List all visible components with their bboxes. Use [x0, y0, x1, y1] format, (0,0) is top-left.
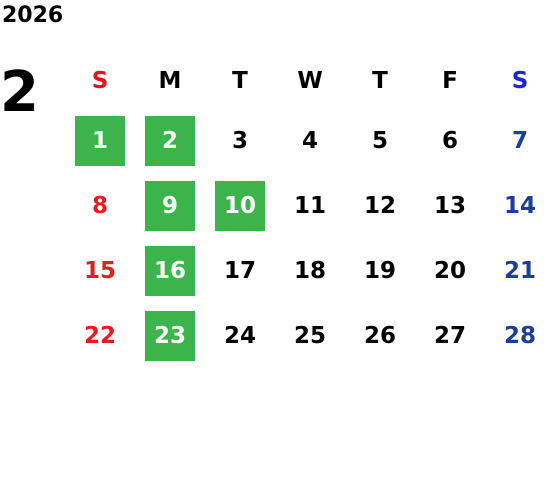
day-number: 11	[293, 192, 326, 219]
day-cell[interactable]: 21	[485, 238, 548, 303]
day-number: 3	[231, 127, 248, 154]
day-cell[interactable]: 24	[205, 303, 275, 368]
day-number: 2	[145, 115, 195, 166]
day-number: 7	[511, 127, 528, 154]
day-cell[interactable]: 25	[275, 303, 345, 368]
weekday-header-monday: M	[158, 67, 182, 94]
day-number: 24	[223, 322, 256, 349]
day-cell[interactable]: 11	[275, 173, 345, 238]
day-cell[interactable]: 27	[415, 303, 485, 368]
day-cell[interactable]: 16	[135, 238, 205, 303]
calendar-grid: S M T W T F S 1 2 3 4 5 6 7 8 9 10 11 12…	[65, 53, 545, 368]
day-number: 18	[293, 257, 326, 284]
weekday-header-thursday: T	[372, 67, 388, 94]
day-cell[interactable]: 14	[485, 173, 548, 238]
day-number: 12	[363, 192, 396, 219]
day-cell[interactable]: 18	[275, 238, 345, 303]
year-label: 2026	[2, 3, 64, 28]
day-number: 20	[433, 257, 466, 284]
day-number: 19	[363, 257, 396, 284]
day-number: 27	[433, 322, 466, 349]
day-cell[interactable]: 26	[345, 303, 415, 368]
day-number: 15	[83, 257, 116, 284]
day-cell[interactable]: 5	[345, 108, 415, 173]
day-cell[interactable]: 3	[205, 108, 275, 173]
day-cell[interactable]: 10	[205, 173, 275, 238]
day-number: 10	[215, 180, 265, 231]
day-number: 4	[301, 127, 318, 154]
day-cell[interactable]: 4	[275, 108, 345, 173]
weekday-header-saturday: S	[511, 67, 529, 94]
day-number: 14	[503, 192, 536, 219]
month-number: 2	[0, 60, 39, 125]
weekday-header-friday: F	[442, 67, 458, 94]
day-cell[interactable]: 8	[65, 173, 135, 238]
day-number: 26	[363, 322, 396, 349]
day-number: 6	[441, 127, 458, 154]
day-number: 17	[223, 257, 256, 284]
day-cell[interactable]: 22	[65, 303, 135, 368]
day-number: 25	[293, 322, 326, 349]
day-number: 22	[83, 322, 116, 349]
day-number: 16	[145, 245, 195, 296]
day-cell[interactable]: 13	[415, 173, 485, 238]
day-number: 5	[371, 127, 388, 154]
day-cell[interactable]: 28	[485, 303, 548, 368]
day-cell[interactable]: 2	[135, 108, 205, 173]
day-number: 13	[433, 192, 466, 219]
day-cell[interactable]: 19	[345, 238, 415, 303]
day-number: 1	[75, 115, 125, 166]
day-number: 23	[145, 310, 195, 361]
weekday-header-wednesday: W	[297, 67, 323, 94]
day-cell[interactable]: 12	[345, 173, 415, 238]
day-cell[interactable]: 15	[65, 238, 135, 303]
day-number: 28	[503, 322, 536, 349]
day-number: 21	[503, 257, 536, 284]
day-number: 8	[91, 192, 108, 219]
day-cell[interactable]: 20	[415, 238, 485, 303]
day-cell[interactable]: 6	[415, 108, 485, 173]
day-cell[interactable]: 9	[135, 173, 205, 238]
day-cell[interactable]: 7	[485, 108, 548, 173]
weekday-header-sunday: S	[91, 67, 109, 94]
day-number: 9	[145, 180, 195, 231]
day-cell[interactable]: 23	[135, 303, 205, 368]
day-cell[interactable]: 1	[65, 108, 135, 173]
day-cell[interactable]: 17	[205, 238, 275, 303]
weekday-header-tuesday: T	[232, 67, 248, 94]
